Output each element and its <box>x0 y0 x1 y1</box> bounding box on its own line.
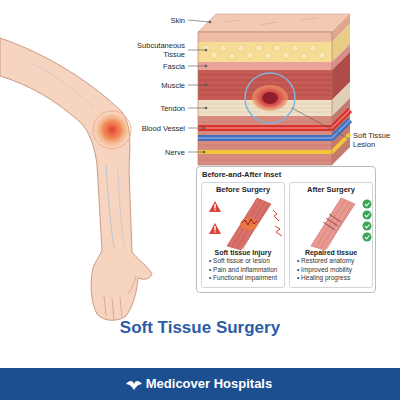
panel-subheading: Repaired tissue <box>293 248 369 257</box>
picture-slot <box>293 194 369 248</box>
part-label: Fascia <box>115 62 185 71</box>
part-label: Tendon <box>115 104 185 113</box>
comparison-panel: After SurgeryRepaired tissue• Restored a… <box>289 182 373 288</box>
inset-box: Before-and-After InsetBefore SurgerySoft… <box>196 166 376 293</box>
panel-heading: Before Surgery <box>205 185 281 194</box>
title: Soft Tissue Surgery <box>0 318 400 338</box>
injury-picture <box>209 198 282 250</box>
footer-band: Medicover Hospitals <box>0 368 400 400</box>
inset-heading: Before-and-After Inset <box>197 167 375 179</box>
part-label: Muscle <box>115 81 185 90</box>
bullet-item: • Pain and inflammation <box>205 266 281 275</box>
picture-slot <box>205 194 281 248</box>
part-label: Subcutaneous Tissue <box>129 41 185 59</box>
panel-subheading: Soft tissue Injury <box>205 248 281 257</box>
arm-figure <box>0 38 152 320</box>
comparison-panel: Before SurgerySoft tissue Injury• Soft t… <box>201 182 285 288</box>
part-label: Blood Vessel <box>115 124 185 133</box>
bullet-item: • Restored anatomy <box>293 257 369 266</box>
part-label: Skin <box>115 16 185 25</box>
leader-lines <box>188 20 349 153</box>
part-label: Nerve <box>115 148 185 157</box>
brand-name: Medicover Hospitals <box>146 376 272 392</box>
tissue-block <box>198 14 350 165</box>
bullet-item: • Healing progress <box>293 274 369 283</box>
logo-mark <box>126 381 142 390</box>
bullet-item: • Functional impairment <box>205 274 281 283</box>
bullet-item: • Improved mobility <box>293 266 369 275</box>
panel-heading: After Surgery <box>293 185 369 194</box>
bullet-item: • Soft tissue or lesion <box>205 257 281 266</box>
footer-ground <box>0 368 400 400</box>
repair-picture <box>311 198 372 250</box>
part-label: Soft Tissue Lesion <box>352 131 398 149</box>
